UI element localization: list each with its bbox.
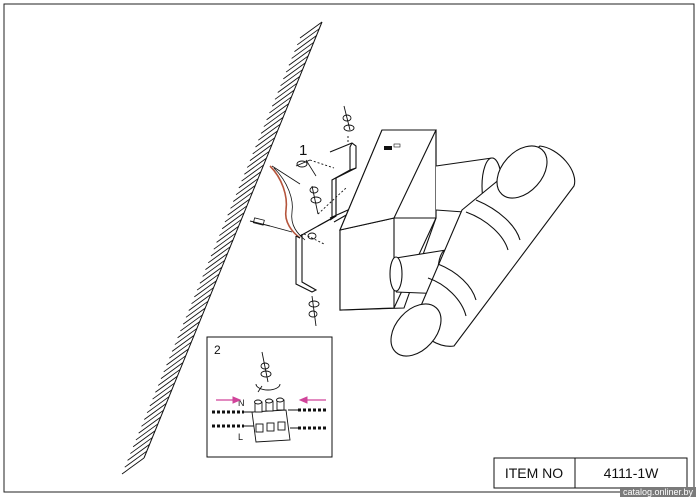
- wall-hatch-line: [127, 444, 150, 461]
- wall-hatch-line: [283, 62, 306, 80]
- wall-hatch-line: [221, 212, 245, 230]
- terminal-block: [251, 397, 291, 443]
- wall-hatch-line: [235, 178, 259, 196]
- wall-hatch-line: [130, 437, 153, 454]
- wall-hatch-line: [155, 375, 178, 393]
- wall-hatch-line: [269, 96, 292, 114]
- wall-hatch-line: [263, 110, 287, 127]
- item-no-value: 4111-1W: [603, 465, 659, 481]
- wall-hatch-line: [266, 103, 289, 121]
- step-2-label: 2: [214, 343, 221, 357]
- wall-hatch-line: [216, 226, 239, 243]
- wall-hatch-line: [141, 409, 164, 427]
- wire-label-live: L: [238, 432, 243, 442]
- wall-hatch-line: [169, 341, 192, 359]
- wall-hatch-line: [296, 28, 320, 46]
- wall-hatch-line: [157, 369, 181, 386]
- watermark: catalog.onliner.by: [619, 487, 696, 497]
- wall-hatch-line: [274, 82, 298, 100]
- wall-hatch-line: [285, 55, 309, 73]
- title-block: [493, 457, 688, 489]
- supply-wire: [269, 165, 306, 241]
- wall-hatch-line: [249, 144, 273, 161]
- wall-hatch-line: [174, 328, 198, 345]
- wall-hatch-line: [260, 117, 284, 134]
- wall-edge-line: [143, 21, 323, 459]
- wall-hatch-line: [213, 232, 237, 250]
- wall-hatching: [121, 21, 323, 475]
- item-no-label: ITEM NO: [504, 465, 564, 481]
- wall-hatch-line: [163, 355, 186, 373]
- wall-hatch-line: [205, 253, 228, 270]
- wall-hatch-line: [143, 403, 167, 420]
- wall-hatch-line: [291, 42, 314, 59]
- wall-hatch-line: [171, 335, 195, 352]
- bracket-screw-top: [342, 105, 355, 142]
- step-1-label: 1: [299, 142, 307, 159]
- wall-hatch-line: [188, 294, 212, 311]
- wall-hatch-line: [182, 307, 206, 325]
- wall-hatch-line: [227, 198, 250, 216]
- wire-leads-right: [288, 408, 328, 430]
- wall-hatch-line: [299, 21, 323, 39]
- sheet-border: [3, 3, 695, 493]
- wall-hatch-line: [185, 300, 209, 318]
- wall-hatch-line: [219, 219, 242, 236]
- bracket-screw-middle: [309, 185, 347, 215]
- wall-hatch-line: [277, 76, 301, 93]
- wall-hatch-line: [224, 205, 248, 223]
- wall-hatch-line: [241, 164, 264, 182]
- wall-hatch-line: [135, 423, 159, 441]
- wall-hatch-line: [180, 314, 203, 332]
- wall-hatch-line: [196, 273, 220, 291]
- wall-hatch-line: [294, 35, 317, 52]
- wall-hatch-line: [230, 191, 253, 209]
- wall-hatch-line: [121, 457, 145, 475]
- wall-hatch-line: [160, 362, 184, 379]
- wall-hatch-line: [238, 171, 262, 189]
- wall-hatch-line: [271, 89, 295, 107]
- box-screw-hole: [384, 143, 401, 150]
- wall-hatch-line: [152, 382, 175, 400]
- wall-hatch-line: [280, 69, 303, 87]
- wall-hatch-line: [194, 280, 217, 298]
- wall-hatch-line: [199, 266, 223, 284]
- terminal-screw: [255, 351, 281, 393]
- wall-hatch-line: [210, 239, 234, 257]
- wall-hatch-line: [132, 430, 156, 448]
- wire-label-neutral: N: [238, 398, 245, 408]
- step-1-leader: [305, 159, 317, 177]
- wall-hatch-line: [166, 348, 189, 366]
- insert-arrow-left: [216, 396, 242, 404]
- wall-anchor-screw: [249, 217, 293, 233]
- bracket-screw-upper-left: [295, 159, 335, 169]
- wall-hatch-line: [288, 48, 312, 66]
- bracket-screw-lower: [303, 232, 325, 327]
- insert-arrow-right: [298, 396, 326, 404]
- wall-hatch-line: [246, 151, 270, 168]
- wall-hatch-line: [177, 321, 200, 339]
- wall-hatch-line: [149, 389, 173, 407]
- wall-hatch-line: [207, 246, 231, 264]
- wall-hatch-line: [258, 123, 281, 141]
- wire-leads-left: [212, 410, 254, 428]
- mounting-bracket: [295, 142, 363, 293]
- wall-hatch-line: [252, 137, 275, 155]
- wall-hatch-line: [191, 287, 214, 305]
- wall-hatch-line: [138, 416, 161, 434]
- wall-hatch-line: [146, 396, 170, 414]
- wall-hatch-line: [244, 157, 267, 175]
- wall-hatch-line: [124, 450, 148, 468]
- wall-hatch-line: [202, 260, 225, 277]
- wall-hatch-line: [232, 185, 256, 202]
- wall-hatch-line: [255, 130, 278, 148]
- lamp-tube: [390, 145, 576, 357]
